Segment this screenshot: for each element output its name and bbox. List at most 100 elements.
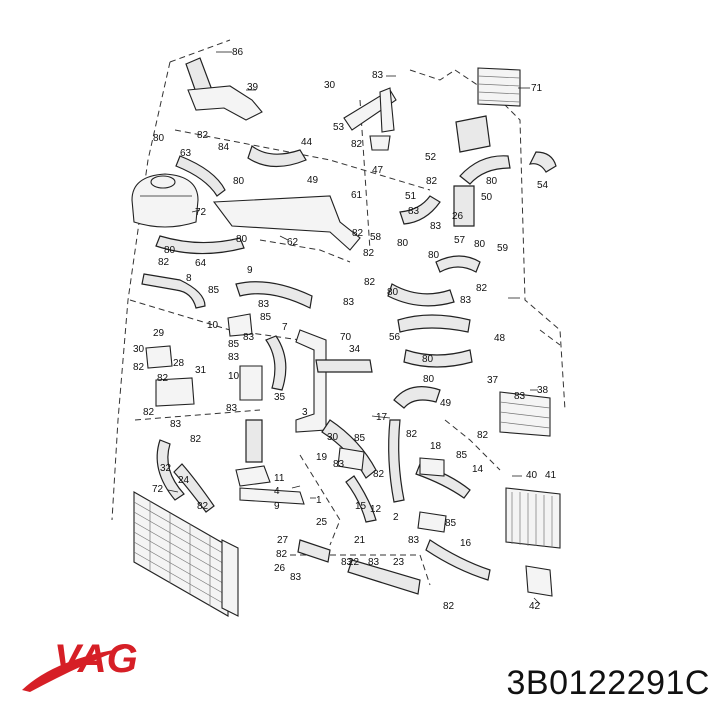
callout-83: 83 bbox=[460, 295, 472, 306]
callout-83: 83 bbox=[368, 557, 380, 568]
callout-26: 26 bbox=[452, 211, 464, 222]
callout-80: 80 bbox=[164, 245, 176, 256]
callout-82: 82 bbox=[351, 139, 363, 150]
callout-54: 54 bbox=[537, 180, 549, 191]
heat-exchanger bbox=[499, 391, 551, 437]
callout-82: 82 bbox=[426, 176, 438, 187]
callout-83: 83 bbox=[372, 70, 384, 81]
callout-39: 39 bbox=[247, 82, 259, 93]
callout-25: 25 bbox=[316, 517, 328, 528]
callout-14: 14 bbox=[472, 464, 484, 475]
callout-1: 1 bbox=[316, 495, 322, 506]
callout-80: 80 bbox=[236, 234, 248, 245]
callout-71: 71 bbox=[531, 83, 543, 94]
callout-82: 82 bbox=[352, 228, 364, 239]
callout-26: 26 bbox=[274, 563, 286, 574]
callout-85: 85 bbox=[260, 312, 272, 323]
callout-82: 82 bbox=[143, 407, 155, 418]
callout-16: 16 bbox=[460, 538, 472, 549]
callout-80: 80 bbox=[397, 238, 409, 249]
callout-24: 24 bbox=[178, 475, 190, 486]
callout-80: 80 bbox=[428, 250, 440, 261]
callout-44: 44 bbox=[301, 137, 313, 148]
callout-83: 83 bbox=[408, 535, 420, 546]
callout-82: 82 bbox=[158, 257, 170, 268]
callout-10: 10 bbox=[207, 320, 219, 331]
callout-35: 35 bbox=[274, 392, 286, 403]
callout-19: 19 bbox=[316, 452, 328, 463]
callout-80: 80 bbox=[387, 287, 399, 298]
coolant-pipes bbox=[141, 57, 557, 595]
callout-49: 49 bbox=[307, 175, 319, 186]
callout-47: 47 bbox=[372, 165, 384, 176]
callout-83: 83 bbox=[341, 557, 353, 568]
callout-82: 82 bbox=[364, 277, 376, 288]
callout-7: 7 bbox=[282, 322, 288, 333]
callout-56: 56 bbox=[389, 332, 401, 343]
callout-85: 85 bbox=[208, 285, 220, 296]
vag-logo: VAG bbox=[22, 637, 138, 692]
callout-82: 82 bbox=[133, 362, 145, 373]
callout-10: 10 bbox=[228, 371, 240, 382]
heater-core bbox=[505, 487, 561, 597]
small-components bbox=[145, 313, 447, 533]
callout-82: 82 bbox=[197, 130, 209, 141]
callout-11: 11 bbox=[274, 473, 285, 484]
callout-8: 8 bbox=[186, 273, 192, 284]
callout-86: 86 bbox=[232, 47, 244, 58]
callout-27: 27 bbox=[277, 535, 289, 546]
callout-41: 41 bbox=[545, 470, 557, 481]
callout-30: 30 bbox=[133, 344, 145, 355]
expansion-tank bbox=[131, 173, 199, 228]
callout-50: 50 bbox=[481, 192, 493, 203]
callout-85: 85 bbox=[228, 339, 240, 350]
callout-83: 83 bbox=[228, 352, 240, 363]
callout-80: 80 bbox=[233, 176, 245, 187]
callout-82: 82 bbox=[197, 501, 209, 512]
callout-32: 32 bbox=[160, 463, 172, 474]
callout-80: 80 bbox=[486, 176, 498, 187]
callout-17: 17 bbox=[376, 412, 388, 423]
callout-37: 37 bbox=[487, 375, 499, 386]
callout-58: 58 bbox=[370, 232, 382, 243]
callout-9: 9 bbox=[274, 501, 280, 512]
callout-82: 82 bbox=[276, 549, 288, 560]
callout-22: 22 bbox=[348, 557, 360, 568]
logo-text: VAG bbox=[54, 637, 138, 681]
callout-42: 42 bbox=[529, 601, 541, 612]
callout-83: 83 bbox=[170, 419, 182, 430]
logo-swoosh bbox=[22, 648, 126, 692]
callout-2: 2 bbox=[393, 512, 399, 523]
callout-83: 83 bbox=[343, 297, 355, 308]
callout-30: 30 bbox=[324, 80, 336, 91]
callout-83: 83 bbox=[333, 459, 345, 470]
callout-83: 83 bbox=[290, 572, 302, 583]
callout-82: 82 bbox=[477, 430, 489, 441]
callout-82: 82 bbox=[406, 429, 418, 440]
callout-63: 63 bbox=[180, 148, 192, 159]
callout-70: 70 bbox=[340, 332, 352, 343]
callout-21: 21 bbox=[354, 535, 366, 546]
oil-cooler bbox=[477, 67, 521, 107]
callout-61: 61 bbox=[351, 190, 363, 201]
callout-29: 29 bbox=[153, 328, 165, 339]
callout-80: 80 bbox=[153, 133, 165, 144]
callout-40: 40 bbox=[526, 470, 538, 481]
callout-64: 64 bbox=[195, 258, 207, 269]
callout-30: 30 bbox=[327, 432, 339, 443]
callout-80: 80 bbox=[422, 354, 434, 365]
callout-62: 62 bbox=[287, 237, 299, 248]
callout-83: 83 bbox=[226, 403, 238, 414]
callout-49: 49 bbox=[440, 398, 452, 409]
callout-82: 82 bbox=[373, 469, 385, 480]
part-number: 3B0122291C bbox=[506, 664, 710, 702]
callout-4: 4 bbox=[274, 486, 280, 497]
callout-9: 9 bbox=[247, 265, 253, 276]
radiator bbox=[133, 491, 239, 617]
callout-72: 72 bbox=[152, 484, 164, 495]
callout-85: 85 bbox=[456, 450, 468, 461]
callout-82: 82 bbox=[363, 248, 375, 259]
callout-82: 82 bbox=[157, 373, 169, 384]
